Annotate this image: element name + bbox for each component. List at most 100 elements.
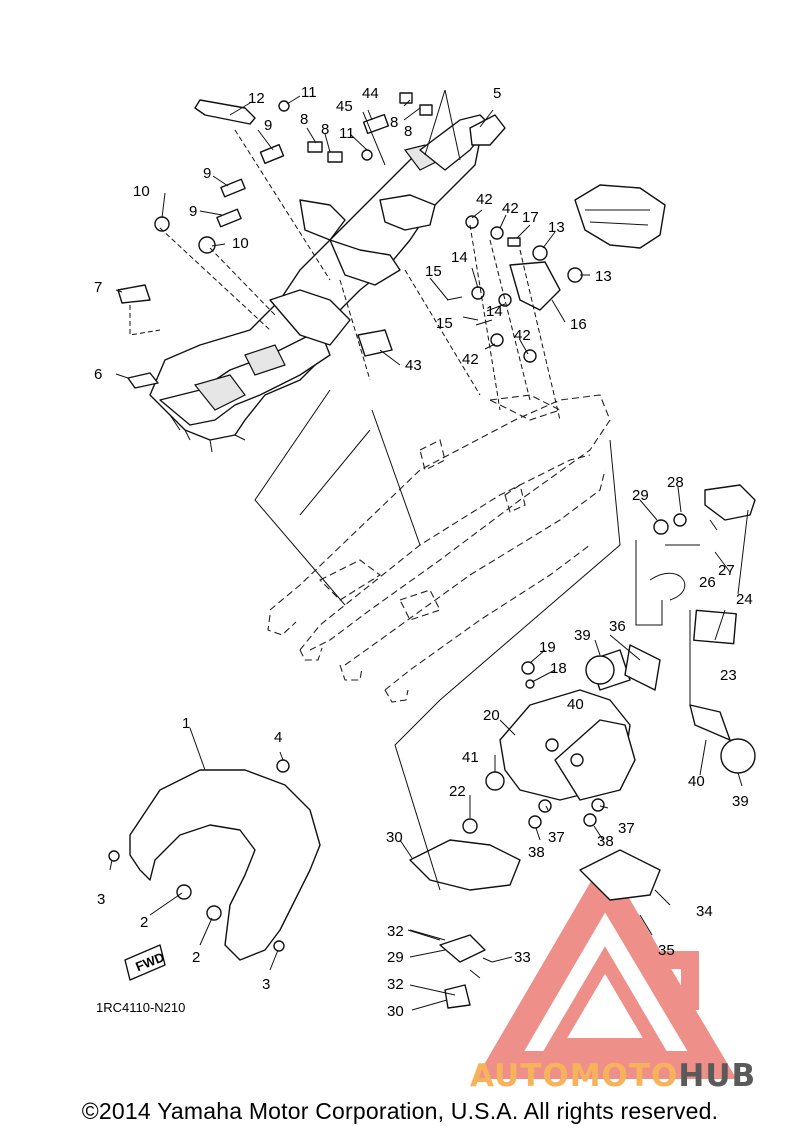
part-8c xyxy=(399,92,413,104)
part-16-bracket xyxy=(509,261,561,311)
callout-36: 36 xyxy=(609,618,626,635)
reflector-39a xyxy=(585,655,615,685)
callout-25: 27 xyxy=(718,562,735,579)
part-17 xyxy=(507,237,521,247)
callout-2b: 2 xyxy=(192,949,200,966)
callout-40a: 40 xyxy=(567,696,584,713)
part-7-cap xyxy=(117,284,151,304)
callout-37a: 37 xyxy=(548,829,565,846)
part-42a xyxy=(465,215,479,229)
part-29 xyxy=(439,934,486,963)
callout-42b: 42 xyxy=(502,200,519,217)
callout-11a: 11 xyxy=(301,84,317,101)
callout-12: 12 xyxy=(248,90,265,107)
callout-23: 24 xyxy=(736,591,753,608)
part-6-pad xyxy=(127,372,159,389)
part-14b xyxy=(498,293,512,307)
callout-42c: 42 xyxy=(462,351,479,368)
callout-5: 5 xyxy=(493,85,501,102)
callout-14b: 14 xyxy=(486,303,503,320)
callout-37b: 37 xyxy=(618,820,635,837)
callout-32: 32 xyxy=(387,976,404,993)
callout-9b: 9 xyxy=(203,165,211,182)
callout-4: 4 xyxy=(274,729,282,746)
fwd-arrow xyxy=(124,944,166,981)
callout-3b: 3 xyxy=(262,976,270,993)
part-43 xyxy=(357,329,393,357)
diagram-code: 1RC4110-N210 xyxy=(96,1000,185,1015)
callout-10b: 10 xyxy=(232,235,249,252)
callout-30: 30 xyxy=(387,1003,404,1020)
turn-signal-upper xyxy=(649,484,756,645)
part-8d xyxy=(419,104,433,116)
callout-11b: 11 xyxy=(339,125,355,142)
callout-39a: 39 xyxy=(574,627,591,644)
seat-rail-assembly xyxy=(149,114,491,453)
callout-28: 30 xyxy=(386,829,403,846)
callout-45: 45 xyxy=(336,98,353,115)
callout-21: 23 xyxy=(720,667,737,684)
reflector-39b xyxy=(720,738,756,774)
callout-1: 1 xyxy=(182,715,190,732)
small-parts-top xyxy=(117,92,506,389)
callout-6: 6 xyxy=(94,366,102,383)
watermark-text: AUTOMOTOHUB xyxy=(470,1058,756,1094)
part-11b xyxy=(361,149,373,161)
part-21-reflector xyxy=(693,609,737,645)
callout-15a: 15 xyxy=(425,263,442,280)
part-8b xyxy=(327,151,343,163)
callout-7: 7 xyxy=(94,279,102,296)
callout-10a: 10 xyxy=(133,183,150,200)
part-9c xyxy=(216,208,242,228)
main-frame xyxy=(267,394,611,703)
part-38b xyxy=(583,813,597,827)
part-22 xyxy=(462,818,478,834)
callout-14a: 14 xyxy=(451,249,468,266)
part-42b xyxy=(490,226,504,240)
watermark-logo xyxy=(475,857,737,1079)
callout-34: 34 xyxy=(696,903,713,920)
callout-9a: 9 xyxy=(264,117,272,134)
part-42c xyxy=(490,333,504,347)
callout-31: 32 xyxy=(387,923,404,940)
callout-13a: 13 xyxy=(548,219,565,236)
watermark-part2: HUB xyxy=(678,1058,757,1094)
part-11a xyxy=(278,100,290,112)
part-9a xyxy=(259,143,285,165)
callout-39b: 39 xyxy=(732,793,749,810)
callout-18: 20 xyxy=(483,707,500,724)
callout-2a: 2 xyxy=(140,914,148,931)
callout-22: 22 xyxy=(449,783,466,800)
callout-42a: 42 xyxy=(476,191,493,208)
callout-40b: 40 xyxy=(688,773,705,790)
callout-8c: 8 xyxy=(390,114,398,131)
callout-35: 35 xyxy=(658,942,675,959)
callout-41: 41 xyxy=(462,749,479,766)
callout-26: 28 xyxy=(667,474,684,491)
front-fender: FWD xyxy=(108,759,321,981)
part-37a xyxy=(538,799,552,813)
rear-fender-assembly xyxy=(409,644,756,1009)
callout-13b: 13 xyxy=(595,268,612,285)
part-20 xyxy=(521,661,535,675)
part-9b xyxy=(220,178,246,198)
callout-19: 18 xyxy=(550,660,567,677)
callout-16: 16 xyxy=(570,316,587,333)
callout-44: 44 xyxy=(362,85,379,102)
callout-27: 29 xyxy=(632,487,649,504)
part-8a xyxy=(307,141,323,153)
callout-17: 17 xyxy=(522,209,539,226)
part-41 xyxy=(485,771,505,791)
part-34 xyxy=(579,849,661,901)
part-37b xyxy=(591,798,605,812)
callout-33: 33 xyxy=(514,949,531,966)
callout-29: 29 xyxy=(387,949,404,966)
part-42d xyxy=(523,349,537,363)
callout-8a: 8 xyxy=(300,111,308,128)
callout-15b: 15 xyxy=(436,315,453,332)
callout-3a: 3 xyxy=(97,891,105,908)
tail-light-unit xyxy=(446,184,666,363)
callout-43: 43 xyxy=(405,357,422,374)
part-5 xyxy=(469,114,506,146)
